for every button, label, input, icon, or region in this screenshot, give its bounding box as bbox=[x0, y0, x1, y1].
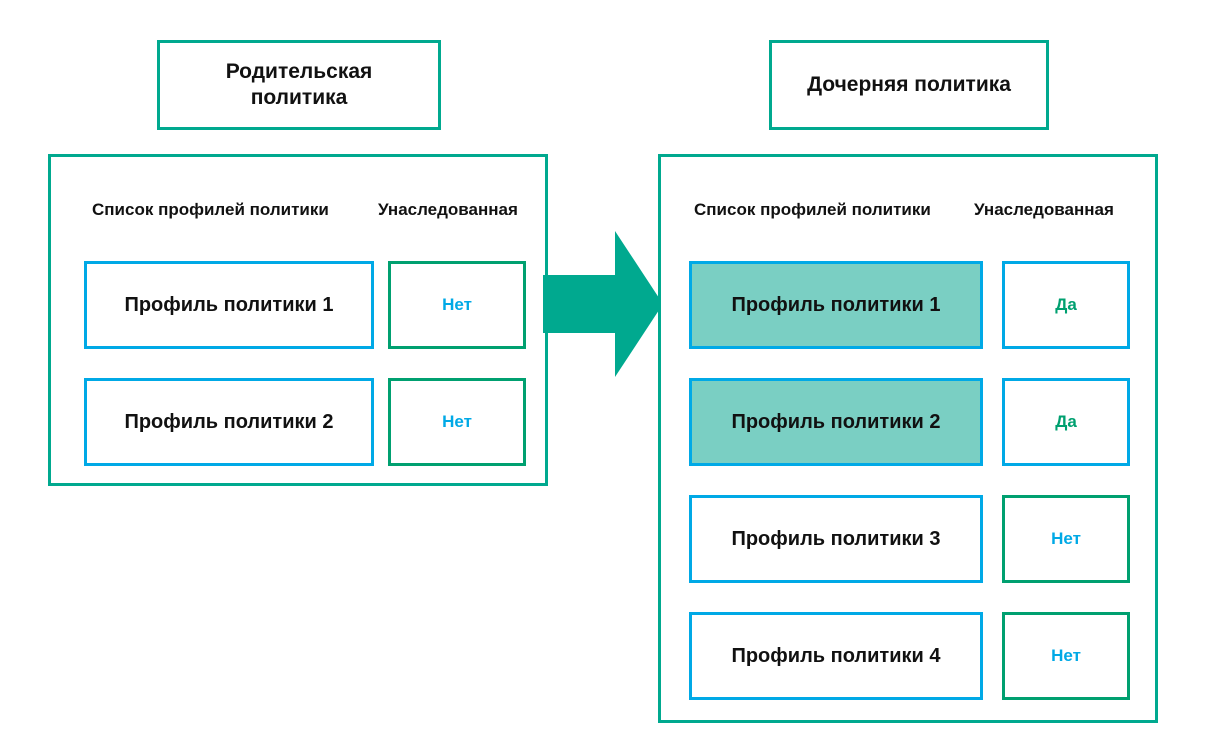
child-policy-panel: Список профилей политики Унаследованная … bbox=[658, 154, 1158, 723]
parent-inherited-box-1: Нет bbox=[388, 261, 526, 349]
parent-column-headers: Список профилей политики Унаследованная bbox=[51, 197, 545, 223]
parent-inherited-box-2: Нет bbox=[388, 378, 526, 466]
child-column-headers: Список профилей политики Унаследованная bbox=[661, 197, 1155, 223]
child-policy-title-box: Дочерняя политика bbox=[769, 40, 1049, 130]
child-profile-box-4[interactable]: Профиль политики 4 bbox=[689, 612, 983, 700]
table-row: Профиль политики 2 Нет bbox=[51, 378, 545, 466]
table-row: Профиль политики 1 Да bbox=[661, 261, 1155, 349]
child-profile-label-2: Профиль политики 2 bbox=[731, 410, 941, 433]
parent-profile-label-2: Профиль политики 2 bbox=[124, 410, 334, 433]
parent-header-profile-list: Список профилей политики bbox=[92, 200, 329, 219]
table-row: Профиль политики 1 Нет bbox=[51, 261, 545, 349]
child-profile-box-3[interactable]: Профиль политики 3 bbox=[689, 495, 983, 583]
child-inherited-box-3: Нет bbox=[1002, 495, 1130, 583]
child-inherited-value-2: Да bbox=[1055, 412, 1077, 431]
child-profile-label-3: Профиль политики 3 bbox=[731, 527, 941, 550]
child-profile-label-1: Профиль политики 1 bbox=[731, 293, 941, 316]
child-header-profile-list: Список профилей политики bbox=[694, 200, 931, 219]
table-row: Профиль политики 3 Нет bbox=[661, 495, 1155, 583]
child-inherited-value-4: Нет bbox=[1051, 646, 1081, 665]
inheritance-arrow-icon bbox=[543, 231, 663, 377]
table-row: Профиль политики 4 Нет bbox=[661, 612, 1155, 700]
child-inherited-box-2: Да bbox=[1002, 378, 1130, 466]
child-inherited-value-3: Нет bbox=[1051, 529, 1081, 548]
parent-profile-box-1[interactable]: Профиль политики 1 bbox=[84, 261, 374, 349]
parent-policy-panel: Список профилей политики Унаследованная … bbox=[48, 154, 548, 486]
parent-inherited-value-1: Нет bbox=[442, 295, 472, 314]
child-profile-label-4: Профиль политики 4 bbox=[731, 644, 941, 667]
parent-inherited-value-2: Нет bbox=[442, 412, 472, 431]
child-policy-title-text: Дочерняя политика bbox=[807, 73, 1011, 97]
parent-profile-box-2[interactable]: Профиль политики 2 bbox=[84, 378, 374, 466]
parent-header-inherited: Унаследованная bbox=[378, 200, 518, 219]
child-profile-box-2[interactable]: Профиль политики 2 bbox=[689, 378, 983, 466]
child-inherited-box-4: Нет bbox=[1002, 612, 1130, 700]
child-inherited-box-1: Да bbox=[1002, 261, 1130, 349]
parent-profile-label-1: Профиль политики 1 bbox=[124, 293, 334, 316]
child-profile-box-1[interactable]: Профиль политики 1 bbox=[689, 261, 983, 349]
child-inherited-value-1: Да bbox=[1055, 295, 1077, 314]
table-row: Профиль политики 2 Да bbox=[661, 378, 1155, 466]
child-header-inherited: Унаследованная bbox=[974, 200, 1114, 219]
